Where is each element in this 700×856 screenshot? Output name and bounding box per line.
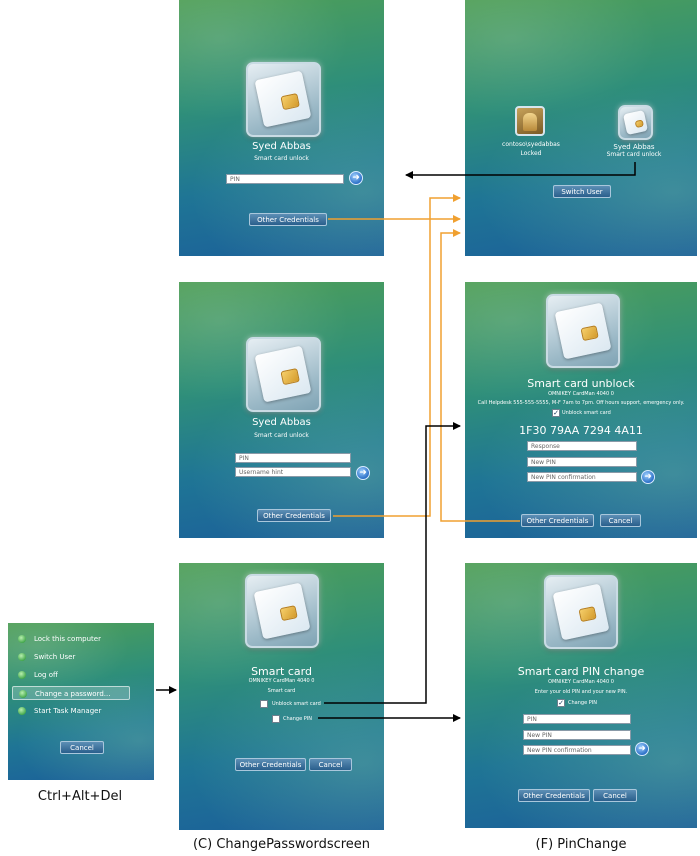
caption-pin-change: (F) PinChange	[535, 837, 627, 852]
subtitle: Smart card unlock	[254, 155, 309, 162]
submit-arrow-icon[interactable]: ➜	[641, 470, 655, 484]
reader-name: OMNIKEY CardMan 4040 0	[548, 391, 614, 397]
ctrl-alt-del-screen: Lock this computer Switch User Log off C…	[8, 623, 154, 780]
pin-change-screen: Smart card PIN change OMNIKEY CardMan 40…	[465, 563, 697, 828]
user-name: Syed Abbas	[252, 141, 311, 152]
change-pin-label: Change PIN	[283, 716, 312, 722]
submit-arrow-icon[interactable]: ➜	[356, 466, 370, 480]
change-pin-checkbox[interactable]	[272, 715, 280, 723]
other-credentials-button[interactable]: Other Credentials	[518, 789, 590, 802]
smart-card-title: Smart card	[251, 665, 312, 678]
smart-card-tile[interactable]	[245, 574, 319, 648]
subtitle: Smart card unlock	[254, 432, 309, 439]
smart-card-tile[interactable]	[246, 337, 321, 412]
smart-card-tile[interactable]	[546, 294, 620, 368]
caption-change-password-screen: (C) ChangePasswordscreen	[192, 837, 371, 852]
unblock-checkbox[interactable]: ✓	[552, 409, 560, 417]
change-pin-label: Change PIN	[568, 700, 597, 706]
submit-arrow-icon[interactable]: ➜	[635, 742, 649, 756]
cancel-button[interactable]: Cancel	[309, 758, 352, 771]
user-name: Syed Abbas	[252, 417, 311, 428]
menu-item-lock[interactable]: Lock this computer	[12, 632, 130, 646]
switch-user-button[interactable]: Switch User	[553, 185, 611, 198]
cancel-button[interactable]: Cancel	[600, 514, 641, 527]
menu-item-change-password[interactable]: Change a password...	[12, 686, 130, 700]
menu-item-task-manager[interactable]: Start Task Manager	[12, 704, 130, 718]
helpdesk-text: Call Helpdesk 555-555-5555, M-F 7am to 7…	[477, 400, 685, 406]
other-credentials-button[interactable]: Other Credentials	[521, 514, 594, 527]
tile2-name: Syed Abbas	[613, 143, 655, 151]
connector-unblock	[324, 422, 461, 704]
new-pin-confirm-field[interactable]: New PIN confirmation	[527, 472, 637, 482]
user-tile-contoso[interactable]	[515, 106, 545, 136]
green-arrow-icon	[18, 635, 26, 643]
green-arrow-icon	[18, 707, 26, 715]
logon-screen-pin-hint: Syed Abbas Smart card unlock PIN Usernam…	[179, 282, 384, 538]
pin-field[interactable]: PIN	[226, 174, 344, 184]
green-arrow-icon	[18, 653, 26, 661]
user-tile-smart-card[interactable]	[618, 105, 653, 140]
unblock-label: Unblock smart card	[562, 410, 611, 416]
chess-pieces-icon	[523, 113, 537, 131]
unblock-title: Smart card unblock	[527, 377, 635, 390]
challenge-code: 1F30 79AA 7294 4A11	[519, 424, 643, 437]
menu-item-log-off[interactable]: Log off	[12, 668, 130, 682]
other-credentials-button[interactable]: Other Credentials	[257, 509, 331, 522]
instruction-text: Enter your old PIN and your new PIN.	[534, 689, 628, 695]
logon-screen-pin: Syed Abbas Smart card unlock PIN ➜ Other…	[179, 0, 384, 256]
green-arrow-icon	[19, 690, 27, 698]
unblock-checkbox[interactable]	[260, 700, 268, 708]
menu-item-switch-user[interactable]: Switch User	[12, 650, 130, 664]
tile1-name: contoso\syedabbas	[502, 141, 560, 148]
switch-user-screen: contoso\syedabbas Locked Syed Abbas Smar…	[465, 0, 697, 256]
cancel-button[interactable]: Cancel	[60, 741, 104, 754]
submit-arrow-icon[interactable]: ➜	[349, 171, 363, 185]
pin-field[interactable]: PIN	[523, 714, 631, 724]
tile1-status: Locked	[520, 150, 542, 157]
other-credentials-button[interactable]: Other Credentials	[235, 758, 306, 771]
subtitle: Smart card	[267, 688, 296, 694]
smart-card-tile[interactable]	[246, 62, 321, 137]
caption-ctrl-alt-del: Ctrl+Alt+Del	[37, 789, 123, 804]
connector-c-other-credentials	[333, 194, 461, 517]
pin-change-title: Smart card PIN change	[517, 665, 645, 678]
new-pin-field[interactable]: New PIN	[527, 457, 637, 467]
response-field[interactable]: Response	[527, 441, 637, 451]
smart-card-unblock-screen: Smart card unblock OMNIKEY CardMan 4040 …	[465, 282, 697, 538]
pin-field[interactable]: PIN	[235, 453, 351, 463]
change-pin-checkbox[interactable]: ✓	[557, 699, 565, 707]
connector-d-other-credentials	[440, 229, 520, 522]
green-arrow-icon	[18, 671, 26, 679]
other-credentials-button[interactable]: Other Credentials	[249, 213, 327, 226]
new-pin-confirm-field[interactable]: New PIN confirmation	[523, 745, 631, 755]
new-pin-field[interactable]: New PIN	[523, 730, 631, 740]
username-hint-field[interactable]: Username hint	[235, 467, 351, 477]
connector-switch-to-pin	[405, 162, 636, 179]
tile2-status: Smart card unlock	[606, 151, 662, 158]
cancel-button[interactable]: Cancel	[593, 789, 637, 802]
smart-card-tile[interactable]	[544, 575, 618, 649]
reader-name: OMNIKEY CardMan 4040 0	[548, 679, 614, 685]
reader-name: OMNIKEY CardMan 4040 0	[248, 678, 315, 684]
unblock-label: Unblock smart card	[272, 701, 321, 707]
change-password-screen: Smart card OMNIKEY CardMan 4040 0 Smart …	[179, 563, 384, 830]
